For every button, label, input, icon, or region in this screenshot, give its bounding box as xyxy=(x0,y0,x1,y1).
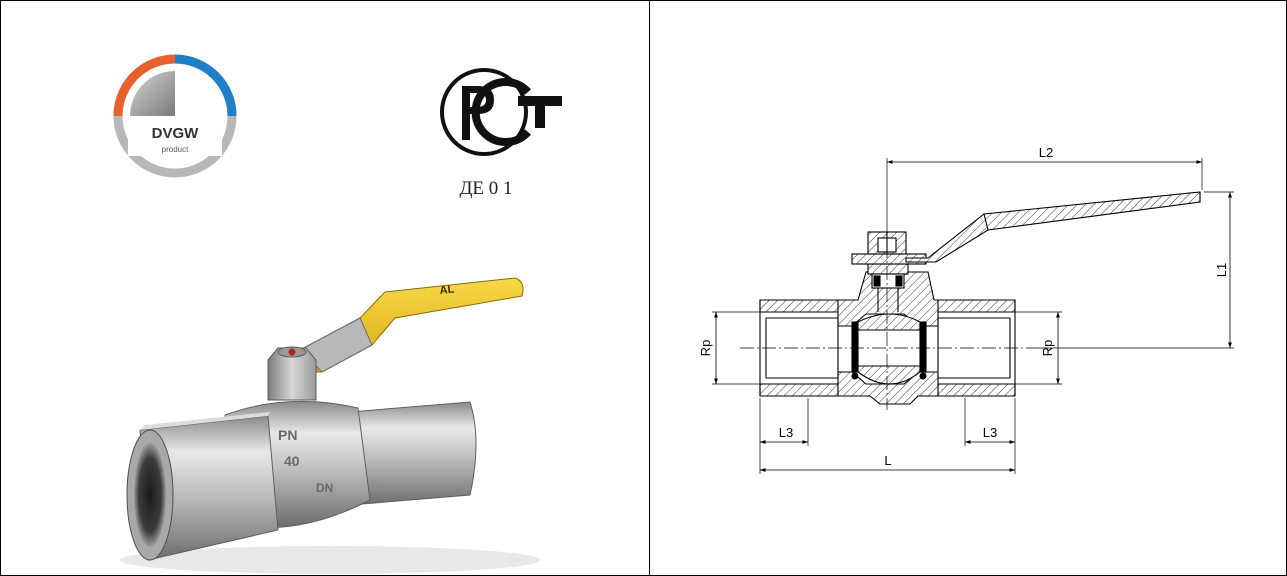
dim-label-rp-right: Rp xyxy=(1040,340,1055,357)
gost-logo: ДЕ 0 1 xyxy=(440,68,562,199)
handle-brand-mark: AL xyxy=(439,283,455,296)
dvgw-logo: DVGW product xyxy=(113,54,237,178)
valve-end-right xyxy=(349,401,477,506)
dim-label-rp-left: Rp xyxy=(698,340,713,357)
body-mark-pressure: 40 xyxy=(284,453,300,469)
panel-divider xyxy=(649,0,650,576)
gost-logo-code: ДЕ 0 1 xyxy=(459,178,512,199)
stem xyxy=(851,231,927,312)
left-panel: DVGW product ДЕ 0 1 AL PN 40 DN xyxy=(113,54,562,574)
dvgw-logo-brand: DVGW xyxy=(152,125,200,142)
stem-nut xyxy=(267,347,317,401)
threaded-bore xyxy=(134,443,166,547)
dim-label-l3-left: L3 xyxy=(779,425,793,440)
product-photo: AL PN 40 DN xyxy=(120,277,540,574)
dimension-lines xyxy=(714,160,1232,472)
dim-label-l1: L1 xyxy=(1214,263,1229,277)
body-mark-dn: DN xyxy=(316,481,333,495)
ball xyxy=(851,313,927,385)
valve-body-section xyxy=(759,271,1016,405)
body-mark-pn: PN xyxy=(278,427,297,443)
lever-handle xyxy=(905,191,1201,263)
dvgw-logo-sub: product xyxy=(162,145,189,154)
dim-label-l3-right: L3 xyxy=(983,425,997,440)
technical-drawing: L2 L1 L L3 L3 Rp Rp xyxy=(698,145,1234,474)
dim-label-l2: L2 xyxy=(1039,145,1053,160)
centerlines xyxy=(740,222,1040,410)
dim-label-l: L xyxy=(884,453,891,468)
